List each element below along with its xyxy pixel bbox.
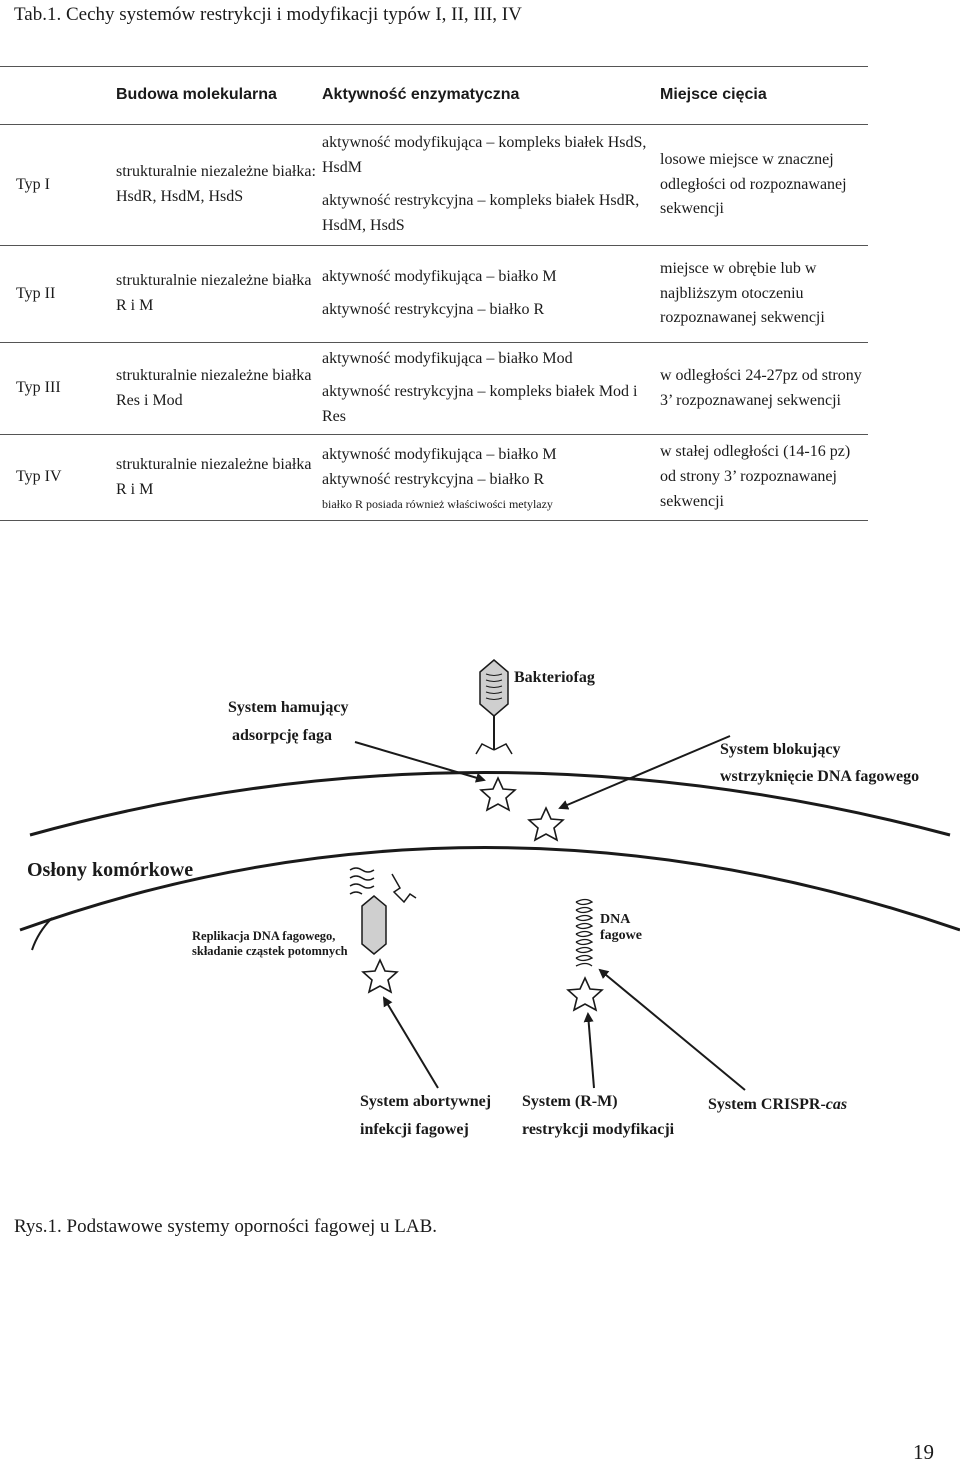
- activity-modifying: aktywność modyfikująca – kompleks białek…: [322, 134, 647, 177]
- label-injection-line1: System blokujący: [720, 741, 840, 758]
- dna-fragment-icon: [349, 867, 375, 895]
- inner-arc-fragment: [31, 917, 53, 951]
- activity-modifying: aktywność modyfikująca – białko M: [322, 445, 557, 463]
- row-activity: aktywność modyfikująca – białko Mod akty…: [322, 343, 660, 435]
- activity-note: białko R posiada również właściwości met…: [322, 496, 553, 511]
- label-abortive-line2: infekcji fagowej: [360, 1121, 469, 1138]
- arrow-injection: [558, 735, 731, 810]
- header-type: [0, 67, 116, 125]
- activity-restriction: aktywność restrykcyjna – kompleks białek…: [322, 192, 640, 234]
- activity-restriction: aktywność restrykcyjna – kompleks białek…: [322, 383, 638, 425]
- row-type: Typ I: [16, 175, 50, 193]
- arrow-rm: [583, 1012, 595, 1089]
- label-replication-line2: składanie cząstek potomnych: [192, 944, 348, 958]
- label-crispr-italic: cas: [826, 1096, 847, 1113]
- label-phage-dna-line1: DNA: [600, 912, 631, 927]
- receptor-star-icon: [479, 776, 517, 812]
- label-phage-dna-line2: fagowe: [600, 928, 642, 943]
- figure-caption: Rys.1. Podstawowe systemy oporności fago…: [14, 1216, 438, 1237]
- label-crispr: System CRISPR-cas: [708, 1096, 847, 1113]
- label-crispr-prefix: System CRISPR-: [708, 1096, 826, 1113]
- target-star-icon: [361, 958, 399, 994]
- receptor-star-icon: [527, 806, 565, 842]
- row-type: Typ II: [16, 284, 56, 302]
- header-site: Miejsce cięcia: [660, 86, 767, 104]
- dna-fragment-icon: [391, 873, 417, 904]
- table-caption: Tab.1. Cechy systemów restrykcji i modyf…: [14, 4, 522, 25]
- activity-modifying: aktywność modyfikująca – białko M: [322, 268, 557, 286]
- table-row: Typ II strukturalnie niezależne białka R…: [0, 246, 868, 343]
- progeny-capsid-icon: [361, 895, 387, 955]
- table-row: Typ III strukturalnie niezależne białka …: [0, 343, 868, 435]
- header-activity: Aktywność enzymatyczna: [322, 86, 520, 104]
- label-replication-line1: Replikacja DNA fagowego,: [192, 929, 335, 943]
- label-injection-line2: wstrzyknięcie DNA fagowego: [720, 768, 919, 785]
- label-abortive-line1: System abortywnej: [360, 1093, 491, 1110]
- row-site: w odległości 24-27pz od strony 3’ rozpoz…: [660, 366, 862, 409]
- row-site: losowe miejsce w znacznej odległości od …: [660, 150, 847, 218]
- row-build: strukturalnie niezależne białka: HsdR, H…: [116, 163, 316, 205]
- phage-dna-coil-icon: [575, 898, 594, 967]
- row-activity: aktywność modyfikująca – kompleks białek…: [322, 125, 660, 246]
- label-rm-line2: restrykcji modyfikacji: [522, 1121, 675, 1138]
- row-build: strukturalnie niezależne białka R i M: [116, 455, 312, 498]
- row-activity: aktywność modyfikująca – białko M aktywn…: [322, 246, 660, 343]
- arrow-crispr: [598, 968, 746, 1091]
- activity-modifying: aktywność modyfikująca – białko Mod: [322, 350, 573, 368]
- activity-restriction: aktywność restrykcyjna – białko R: [322, 301, 545, 318]
- arrow-abortive: [382, 996, 439, 1089]
- outer-envelope-curve: [29, 771, 951, 837]
- row-type: Typ III: [16, 379, 61, 397]
- header-build: Budowa molekularna: [116, 86, 277, 104]
- rm-systems-table: Budowa molekularna Aktywność enzymatyczn…: [0, 66, 868, 521]
- target-star-icon: [566, 976, 604, 1012]
- arrow-adsorption: [354, 741, 486, 783]
- label-rm-line1: System (R-M): [522, 1093, 618, 1110]
- row-activity: aktywność modyfikująca – białko M aktywn…: [322, 435, 660, 521]
- phage-resistance-diagram: Bakteriofag System hamujący adsorpcję fa…: [19, 659, 960, 1138]
- row-type: Typ IV: [16, 468, 62, 486]
- row-build: strukturalnie niezależne białka R i M: [116, 272, 312, 314]
- label-adsorption-line2: adsorpcję faga: [232, 727, 332, 744]
- label-adsorption-line1: System hamujący: [228, 699, 348, 716]
- row-site: miejsce w obrębie lub w najbliższym otoc…: [660, 259, 825, 327]
- page-number: 19: [913, 1440, 934, 1464]
- label-cell-envelope: Osłony komórkowe: [27, 859, 193, 881]
- table-row: Typ IV strukturalnie niezależne białka R…: [0, 435, 868, 521]
- activity-restriction: aktywność restrykcyjna – białko R: [322, 470, 545, 488]
- row-site: w stałej odległości (14-16 pz) od strony…: [660, 443, 851, 510]
- row-build: strukturalnie niezależne białka Res i Mo…: [116, 366, 312, 409]
- bacteriophage-icon: [475, 659, 513, 755]
- table-header-row: Budowa molekularna Aktywność enzymatyczn…: [0, 66, 868, 125]
- inner-envelope-curve: [19, 846, 960, 932]
- table-row: Typ I strukturalnie niezależne białka: H…: [0, 125, 868, 246]
- label-bacteriophage: Bakteriofag: [514, 669, 595, 686]
